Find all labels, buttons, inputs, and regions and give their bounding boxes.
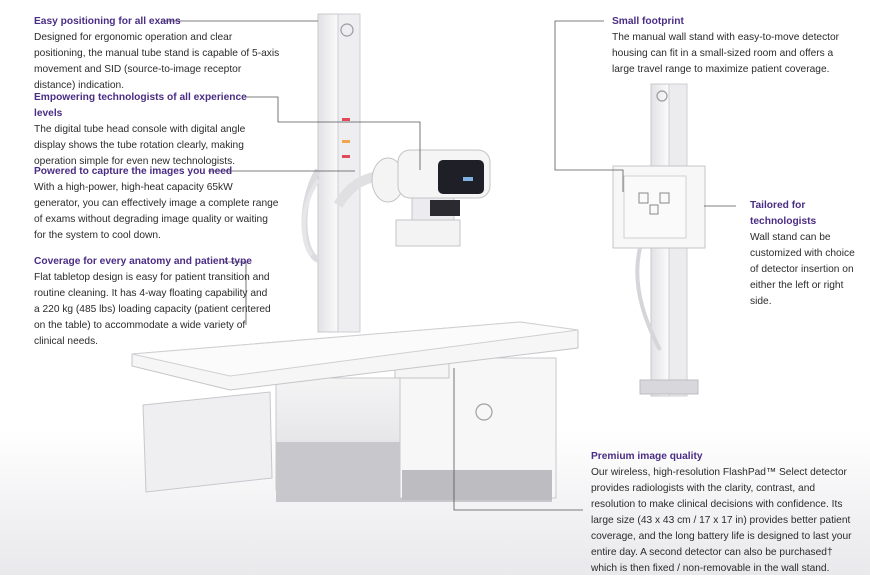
ge-logo-icon [656, 90, 668, 102]
callout-title: Coverage for every anatomy and patient t… [34, 256, 252, 267]
callout-body: The manual wall stand with easy-to-move … [612, 32, 840, 75]
callout-title: Easy positioning for all exams [34, 16, 181, 27]
callout-title: Tailored for technologists [750, 200, 817, 227]
callout-body: Flat tabletop design is easy for patient… [34, 272, 271, 347]
callout-easy-positioning: Easy positioning for all exams Designed … [34, 14, 284, 94]
ge-logo-icon [340, 23, 354, 37]
callout-title: Empowering technologists of all experien… [34, 92, 247, 119]
callout-leader-lines [161, 20, 736, 511]
tube-head [395, 149, 491, 247]
callout-title: Small footprint [612, 16, 684, 27]
callout-title: Premium image quality [591, 451, 703, 462]
callout-coverage-anatomy: Coverage for every anatomy and patient t… [34, 254, 274, 350]
callout-tailored-technologists: Tailored for technologists Wall stand ca… [750, 198, 860, 310]
callout-small-footprint: Small footprint The manual wall stand wi… [612, 14, 842, 78]
tube-head-display [438, 160, 484, 194]
ge-logo-icon [475, 403, 493, 421]
callout-body: Designed for ergonomic operation and cle… [34, 32, 280, 91]
callout-title: Powered to capture the images you need [34, 166, 233, 177]
table-footrest [142, 391, 273, 493]
callout-empowering-technologists: Empowering technologists of all experien… [34, 90, 274, 170]
collimator [395, 219, 461, 247]
tube-stand-column [317, 13, 361, 333]
callout-body: Our wireless, high-resolution FlashPad™ … [591, 467, 852, 574]
wall-stand [612, 83, 706, 397]
callout-body: The digital tube head console with digit… [34, 124, 246, 167]
callout-body: With a high-power, high-heat capacity 65… [34, 182, 279, 241]
callout-body: Wall stand can be customized with choice… [750, 232, 855, 307]
tabletop [131, 321, 579, 391]
table-base [142, 357, 557, 502]
callout-powered-to-capture: Powered to capture the images you need W… [34, 164, 279, 244]
callout-premium-image-quality: Premium image quality Our wireless, high… [591, 449, 861, 577]
